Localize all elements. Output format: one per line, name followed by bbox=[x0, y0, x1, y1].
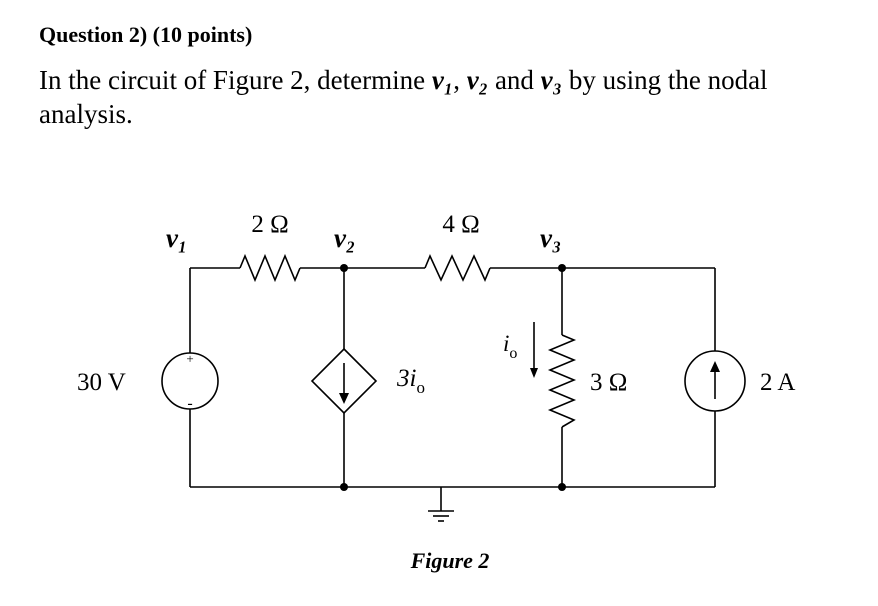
resistor-3-label: 3 Ω bbox=[590, 369, 627, 396]
resistor-2-label: 2 Ω bbox=[251, 211, 288, 238]
current-source bbox=[684, 350, 746, 412]
statement-sep-2: and bbox=[488, 65, 541, 95]
voltage-source-label: 30 V bbox=[77, 369, 126, 396]
node-label-v2: v₂ bbox=[334, 223, 355, 253]
resistor-4-ohm bbox=[424, 254, 491, 282]
current-io-label: io bbox=[503, 331, 517, 362]
question-heading: Question 2) (10 points) bbox=[39, 22, 253, 47]
resistor-3-ohm bbox=[547, 334, 577, 428]
node-dots bbox=[340, 264, 566, 491]
dependent-source-label-sub: o bbox=[416, 378, 425, 397]
node-label-v1: v₁ bbox=[166, 223, 187, 253]
dependent-source-label-main: 3i bbox=[396, 365, 417, 392]
statement-sep-1: , bbox=[453, 65, 467, 95]
statement-text-after: by using the nodal analysis. bbox=[39, 65, 768, 129]
current-io-label-sub: o bbox=[509, 345, 517, 362]
voltage-source bbox=[161, 352, 219, 410]
var-v2: v₂ bbox=[466, 65, 489, 95]
figure-caption: Figure 2 bbox=[410, 548, 490, 573]
var-v1: v₁ bbox=[431, 65, 454, 95]
resistor-2-ohm bbox=[239, 253, 301, 283]
var-v3: v₃ bbox=[540, 65, 563, 95]
dependent-current-source bbox=[310, 347, 378, 415]
node-label-v3: v₃ bbox=[540, 223, 561, 253]
current-io-label-main: i bbox=[503, 331, 509, 356]
current-arrow-down-icon bbox=[530, 322, 538, 378]
dependent-source-label: 3io bbox=[396, 365, 425, 397]
plus-sign: + bbox=[186, 351, 193, 366]
minus-sign: - bbox=[187, 395, 192, 412]
ground-icon bbox=[428, 487, 454, 522]
resistor-4-label: 4 Ω bbox=[442, 211, 479, 238]
current-source-label: 2 A bbox=[760, 369, 795, 396]
question-statement: In the circuit of Figure 2, determine v₁… bbox=[39, 63, 839, 131]
statement-text-before: In the circuit of Figure 2, determine bbox=[39, 65, 432, 95]
